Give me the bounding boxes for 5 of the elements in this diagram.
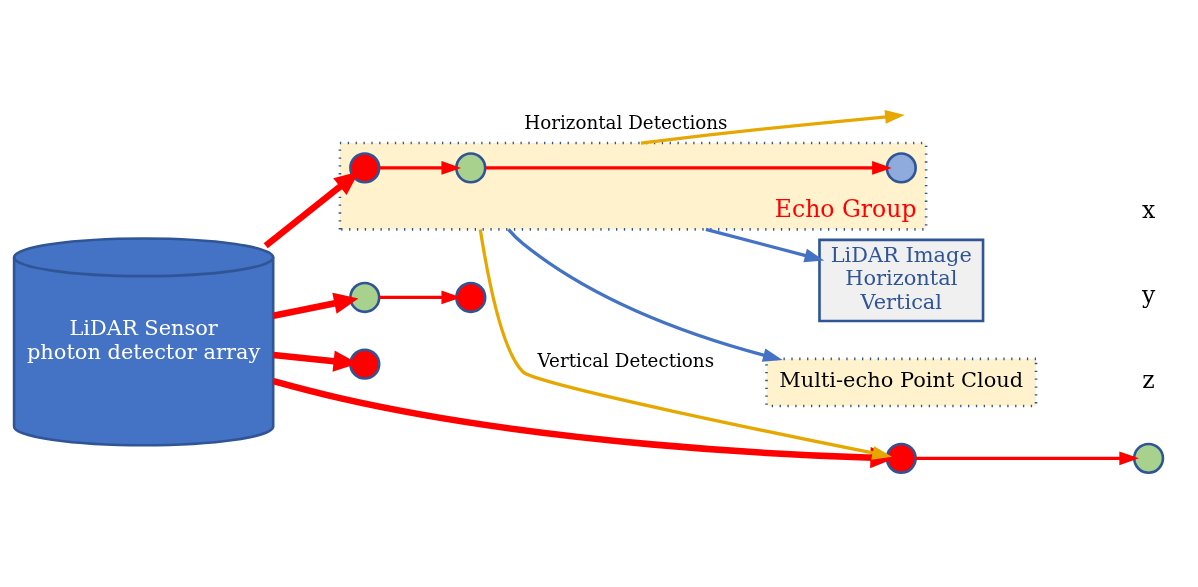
label: y: [1141, 281, 1156, 310]
edge-label: Horizontal Detections: [524, 111, 728, 133]
label: x: [1141, 196, 1156, 225]
edge-label: Vertical Detections: [537, 350, 715, 372]
label: z: [1142, 366, 1155, 395]
